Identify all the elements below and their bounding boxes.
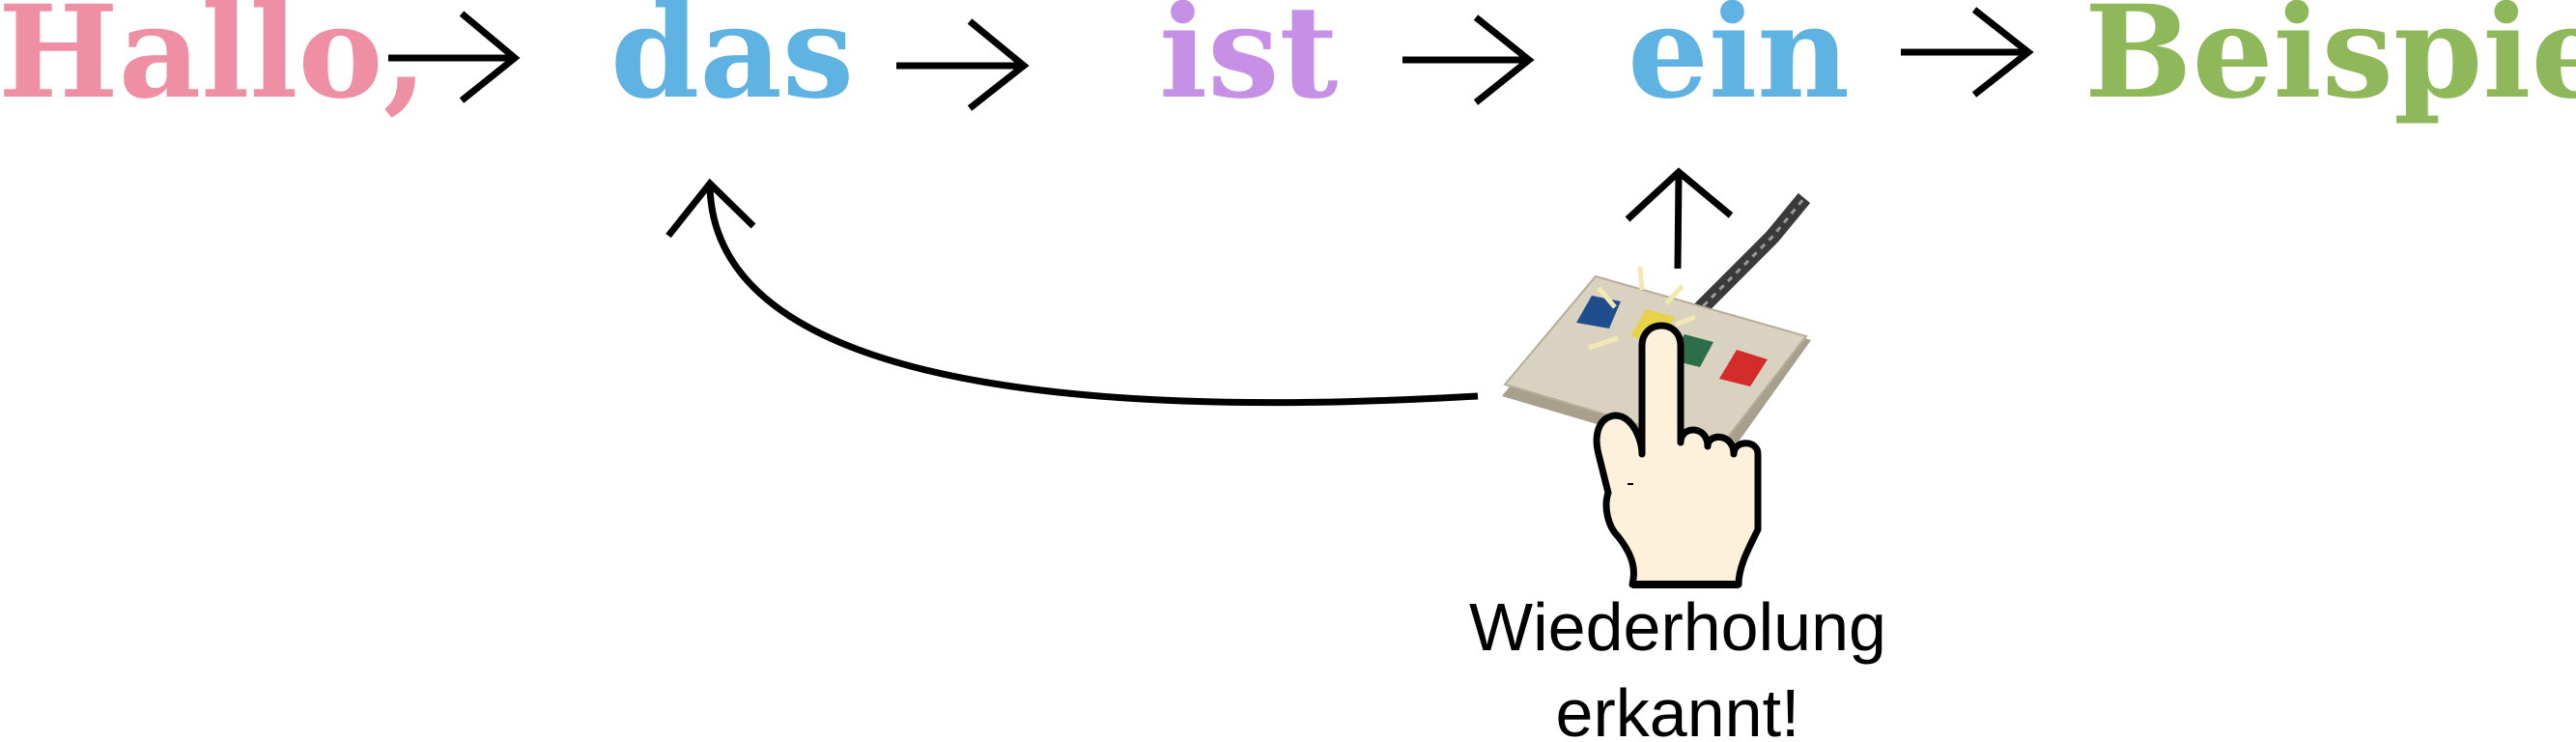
word-beispiel: Beispiel. [2084, 0, 2576, 128]
word-das: das [610, 0, 854, 128]
arrow-right-icon [388, 11, 521, 103]
word-ist: ist [1159, 0, 1338, 128]
loop-back-arrow-icon [665, 178, 1479, 407]
caption-line-1: Wiederholung [1469, 589, 1886, 665]
arrow-right-icon [1901, 7, 2034, 98]
arrow-right-icon [1402, 14, 1535, 105]
word-ein: ein [1628, 0, 1850, 128]
pointing-hand-icon [1593, 322, 1762, 588]
arrow-up-icon [1625, 167, 1734, 270]
caption-line-2: erkannt! [1556, 675, 1800, 742]
arrow-right-icon [896, 18, 1030, 111]
word-hallo: Hallo, [0, 0, 428, 128]
